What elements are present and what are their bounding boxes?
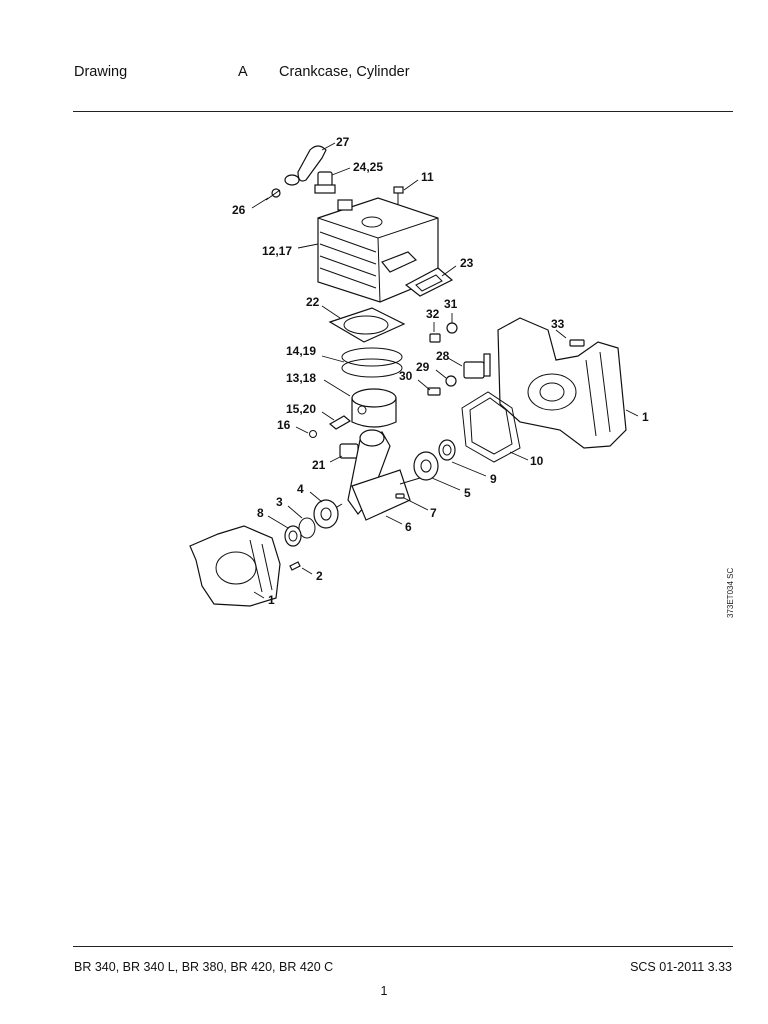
bearing-circlip xyxy=(298,517,316,539)
oil-seal-right xyxy=(438,439,456,461)
callout-label: 7 xyxy=(430,506,437,520)
exhaust-gasket xyxy=(404,267,454,297)
callout-label: 24,25 xyxy=(353,160,383,174)
needle-bearing xyxy=(339,443,359,459)
terminal-nut xyxy=(265,188,281,201)
footer-code: SCS 01-2011 3.33 xyxy=(630,960,732,974)
crankcase-left xyxy=(189,525,281,607)
callout-label: 11 xyxy=(421,170,434,184)
callout-label: 16 xyxy=(277,418,291,432)
dowel-pin xyxy=(289,561,301,571)
page-number: 1 xyxy=(380,984,388,998)
cylinder xyxy=(317,197,439,303)
callout-label: 1 xyxy=(642,410,649,424)
callout-label: 26 xyxy=(232,203,246,217)
callout-label: 2 xyxy=(316,569,323,583)
handle-screw xyxy=(569,339,585,347)
callout-label: 10 xyxy=(530,454,544,468)
ball-bearing-left xyxy=(313,499,339,529)
callout-label: 6 xyxy=(405,520,412,534)
woodruff-key xyxy=(395,493,405,499)
footer-models: BR 340, BR 340 L, BR 380, BR 420, BR 420… xyxy=(74,960,334,974)
leader-lines xyxy=(251,142,639,599)
callout-label: 15,20 xyxy=(286,402,316,416)
crankshaft xyxy=(331,429,421,521)
cylinder-base-gasket xyxy=(328,307,406,343)
callout-label: 29 xyxy=(416,360,430,374)
crankcase-right xyxy=(497,317,627,449)
callout-label: 21 xyxy=(312,458,326,472)
piston-rings xyxy=(341,347,403,378)
callout-label: 14,19 xyxy=(286,344,316,358)
callout-label: 30 xyxy=(399,369,413,383)
header-title: Crankcase, Cylinder xyxy=(279,64,410,80)
callout-labels: 27 24,25 11 26 12,17 23 22 31 32 33 14,1… xyxy=(232,135,649,607)
spark-plug xyxy=(314,171,336,194)
callout-label: 27 xyxy=(336,135,350,149)
piston xyxy=(351,388,397,428)
callout-label: 8 xyxy=(257,506,264,520)
callout-label: 3 xyxy=(276,495,283,509)
header-drawing-letter: A xyxy=(238,64,248,80)
crankcase-gasket xyxy=(461,391,521,463)
callout-label: 23 xyxy=(460,256,474,270)
piston-pin xyxy=(328,415,352,430)
top-divider xyxy=(73,111,733,112)
figure-id: 373ET034 SC xyxy=(726,568,735,618)
callout-label: 1 xyxy=(268,593,275,607)
callout-label: 32 xyxy=(426,307,440,321)
callout-label: 9 xyxy=(490,472,497,486)
callout-label: 5 xyxy=(464,486,471,500)
callout-label: 13,18 xyxy=(286,371,316,385)
callout-label: 22 xyxy=(306,295,320,309)
callout-label: 33 xyxy=(551,317,565,331)
spark-plug-boot xyxy=(284,145,327,186)
callout-label: 31 xyxy=(444,297,458,311)
header-drawing-label: Drawing xyxy=(74,64,128,80)
callout-label: 12,17 xyxy=(262,244,292,258)
bottom-divider xyxy=(73,946,733,947)
ball-bearing-right xyxy=(413,451,439,481)
circlip xyxy=(309,430,317,438)
callout-label: 28 xyxy=(436,349,450,363)
callout-label: 4 xyxy=(297,482,304,496)
ignition-components xyxy=(427,353,491,396)
oil-seal-left xyxy=(284,525,302,547)
